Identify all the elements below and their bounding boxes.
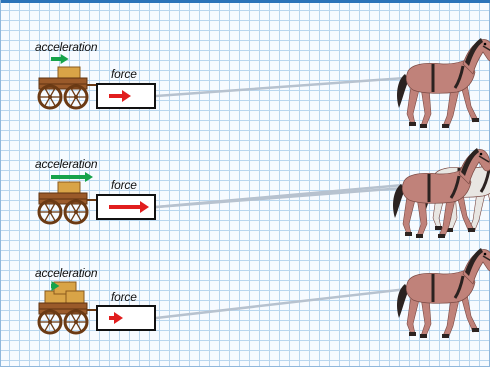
horse-leg bbox=[403, 196, 415, 234]
wheel-hub bbox=[48, 320, 52, 324]
horse-leg bbox=[407, 296, 419, 334]
cart-3 bbox=[39, 282, 97, 333]
horse-leg bbox=[407, 86, 419, 124]
accel-arrow-head-row2 bbox=[85, 172, 93, 182]
wheel-hub bbox=[48, 210, 52, 214]
horse-row3 bbox=[397, 248, 490, 338]
horse-hoof bbox=[409, 332, 416, 336]
horse-hoof bbox=[420, 334, 427, 338]
horse-hoof bbox=[420, 124, 427, 128]
horse-hoof bbox=[442, 334, 449, 338]
wheel-hub bbox=[74, 320, 78, 324]
horse-hoof bbox=[468, 228, 475, 232]
horse-leg bbox=[421, 298, 431, 336]
wheel-hub bbox=[74, 210, 78, 214]
horse-row1 bbox=[397, 38, 490, 128]
horse-hoof bbox=[409, 122, 416, 126]
horse-leg bbox=[443, 298, 459, 336]
horse-leg bbox=[421, 88, 431, 126]
rope-row1 bbox=[156, 76, 433, 96]
wheel-hub bbox=[48, 95, 52, 99]
cart-2 bbox=[39, 182, 97, 223]
rope-row3 bbox=[156, 286, 433, 318]
horse-hoof bbox=[416, 234, 423, 238]
horse-leg bbox=[443, 88, 459, 126]
force-box-row3 bbox=[97, 306, 155, 330]
horse-hoof bbox=[435, 226, 442, 230]
horse-eye bbox=[484, 43, 487, 46]
horse-leg bbox=[417, 198, 427, 236]
wheel-hub bbox=[74, 95, 78, 99]
cart-1 bbox=[39, 67, 97, 108]
cargo-box bbox=[66, 291, 84, 303]
accel-arrow-head-row1 bbox=[61, 54, 69, 64]
horse-hoof bbox=[442, 124, 449, 128]
horse-hoof bbox=[472, 118, 479, 122]
horse-eye bbox=[484, 253, 487, 256]
horse-eye bbox=[480, 153, 483, 156]
horse-hoof bbox=[472, 328, 479, 332]
horse-hoof bbox=[405, 232, 412, 236]
horse-hoof bbox=[438, 234, 445, 238]
